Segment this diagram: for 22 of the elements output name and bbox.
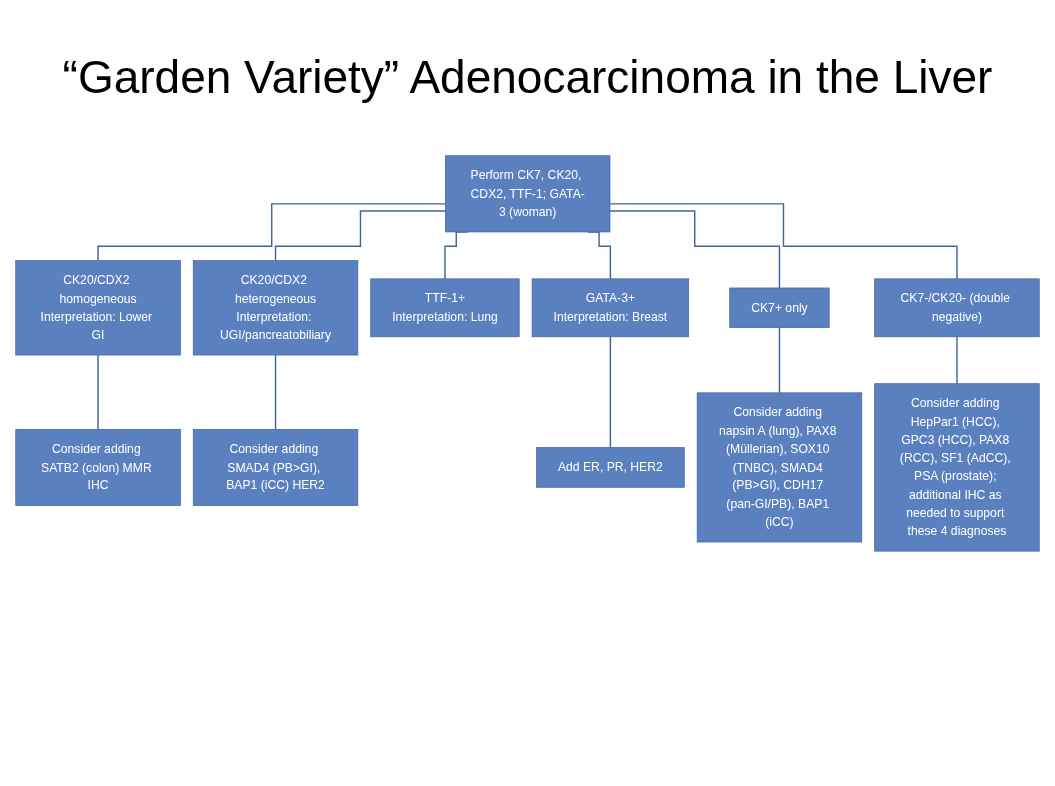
node-box: TTF-1+ Interpretation: Lung — [370, 278, 520, 338]
connector — [97, 203, 447, 262]
slide-title: “Garden Variety” Adenocarcinoma in the Liver — [61, 50, 994, 104]
node-box: GATA-3+ Interpretation: Breast — [531, 278, 690, 338]
node-box: Perform CK7, CK20, CDX2, TTF-1; GATA-3 (woman) — [445, 155, 611, 233]
node-box: Consider adding SATB2 (colon) MMR IHC — [15, 428, 181, 506]
connector — [274, 210, 447, 262]
connector — [778, 326, 781, 394]
connector — [609, 336, 612, 449]
node-box: Consider adding HepPar1 (HCC), GPC3 (HCC), PAX8 (RCC), SF1 (AdCC), PSA (prostate); additional IHC as needed to support these 4 diagnoses — [874, 383, 1040, 552]
node-box: CK7-/CK20- (double negative) — [874, 278, 1040, 338]
node-box: CK20/CDX2 heterogeneous Interpretation: UGI/pancreatobiliary — [192, 260, 359, 356]
connector — [97, 354, 99, 431]
node-box: Consider adding SMAD4 (PB>GI), BAP1 (iCC) HER2 — [192, 428, 359, 506]
node-box: Consider adding napsin A (lung), PAX8 (Müllerian), SOX10 (TNBC), SMAD4 (PB>GI), CDH17 (pan-GI/PB), BAP1 (iCC) — [696, 392, 863, 543]
node-box: CK7+ only — [729, 287, 830, 329]
connector — [609, 210, 781, 289]
connector — [609, 203, 958, 280]
node-box: CK20/CDX2 homogeneous Interpretation: Lower GI — [15, 260, 181, 356]
connector — [274, 354, 277, 431]
node-box: Add ER, PR, HER2 — [536, 447, 685, 488]
connector — [956, 336, 958, 385]
